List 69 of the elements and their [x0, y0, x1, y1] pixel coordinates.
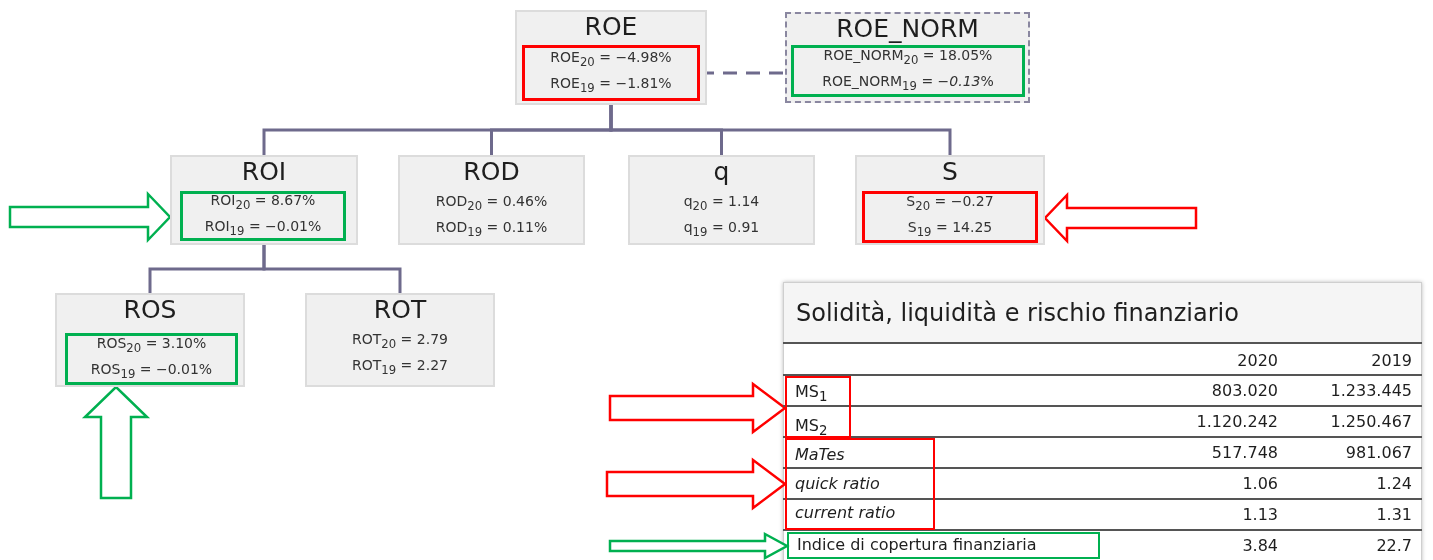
value-text: ROI$_{20}$ = 8.67%	[210, 191, 316, 214]
highlight-frame	[65, 333, 238, 385]
table-title: Solidità, liquidità e rischio finanziario	[784, 283, 1421, 343]
value-text: ROE_NORM$_{20}$ = 18.05%	[823, 46, 993, 69]
table-value: 803.020	[1211, 380, 1278, 402]
table-value: 1.31	[1376, 504, 1412, 526]
row-label: MS$_{1}$	[795, 381, 829, 407]
value-text: ROS$_{19}$ = −0.01%	[90, 360, 213, 383]
table-value: 1.24	[1376, 473, 1412, 495]
ratio-box	[855, 155, 1045, 245]
row-label: Indice di copertura finanziaria	[797, 534, 1038, 556]
row-label: current ratio	[795, 502, 897, 524]
block-arrow	[605, 457, 788, 511]
ratio-box	[515, 10, 707, 105]
block-arrow	[608, 531, 790, 560]
connector-line	[262, 245, 402, 293]
highlight-frame	[785, 376, 851, 438]
highlight-frame	[522, 45, 700, 101]
table-value: 1.233.445	[1330, 380, 1412, 402]
table-value: 1.120.242	[1196, 411, 1278, 433]
highlight-frame	[785, 438, 935, 530]
value-text: S$_{20}$ = −0.27	[906, 192, 994, 215]
value-text: S$_{19}$ = 14.25	[907, 218, 993, 241]
block-arrow	[608, 381, 788, 435]
block-arrow	[81, 385, 151, 500]
table-value: 981.067	[1345, 442, 1412, 464]
ratio-box	[628, 155, 815, 245]
row-label: MaTes	[795, 444, 846, 466]
connector-line	[609, 105, 952, 155]
block-arrow	[1043, 191, 1198, 245]
ratio-box	[398, 155, 585, 245]
table-value: 1.250.467	[1330, 411, 1412, 433]
value-text: ROE_NORM$_{19}$ = −0.13%	[822, 72, 994, 95]
column-header: 2020	[1237, 350, 1278, 372]
box-title: ROI	[241, 157, 287, 187]
row-label: MS$_{2}$	[795, 414, 829, 440]
box-title: ROS	[123, 295, 177, 325]
value-text: ROE$_{19}$ = −1.81%	[550, 74, 672, 97]
value-text: ROS$_{20}$ = 3.10%	[96, 334, 207, 357]
ratio-box	[305, 293, 495, 387]
table-value: 1.13	[1242, 504, 1278, 526]
table-value: 517.748	[1211, 442, 1278, 464]
box-title: ROT	[373, 295, 427, 325]
box-title: ROE	[584, 12, 638, 42]
highlight-frame	[787, 532, 1100, 559]
dashed-ratio-box	[785, 12, 1030, 103]
highlight-frame	[862, 191, 1038, 243]
box-title: ROD	[463, 157, 520, 187]
column-header: 2019	[1371, 350, 1412, 372]
value-text: ROD$_{20}$ = 0.46%	[435, 192, 548, 215]
table-value: 1.06	[1242, 473, 1278, 495]
value-text: ROT$_{20}$ = 2.79	[352, 330, 448, 353]
highlight-frame	[180, 191, 346, 241]
ratio-box	[170, 155, 358, 245]
value-text: q$_{19}$ = 0.91	[683, 217, 760, 241]
row-label: quick ratio	[795, 473, 881, 495]
value-text: q$_{20}$ = 1.14	[683, 192, 760, 215]
highlight-frame	[791, 45, 1025, 97]
table-value: 22.7	[1376, 535, 1412, 557]
table-value: 3.84	[1242, 535, 1278, 557]
value-text: ROE$_{20}$ = −4.98%	[550, 48, 672, 71]
value-text: ROI$_{19}$ = −0.01%	[204, 217, 322, 240]
box-title: ROE_NORM	[836, 14, 979, 44]
box-title: S	[942, 157, 958, 187]
block-arrow	[8, 190, 172, 244]
value-text: ROD$_{19}$ = 0.11%	[435, 217, 548, 241]
value-text: ROT$_{19}$ = 2.27	[352, 355, 448, 379]
ratio-box	[55, 293, 245, 387]
box-title: q	[713, 157, 730, 187]
